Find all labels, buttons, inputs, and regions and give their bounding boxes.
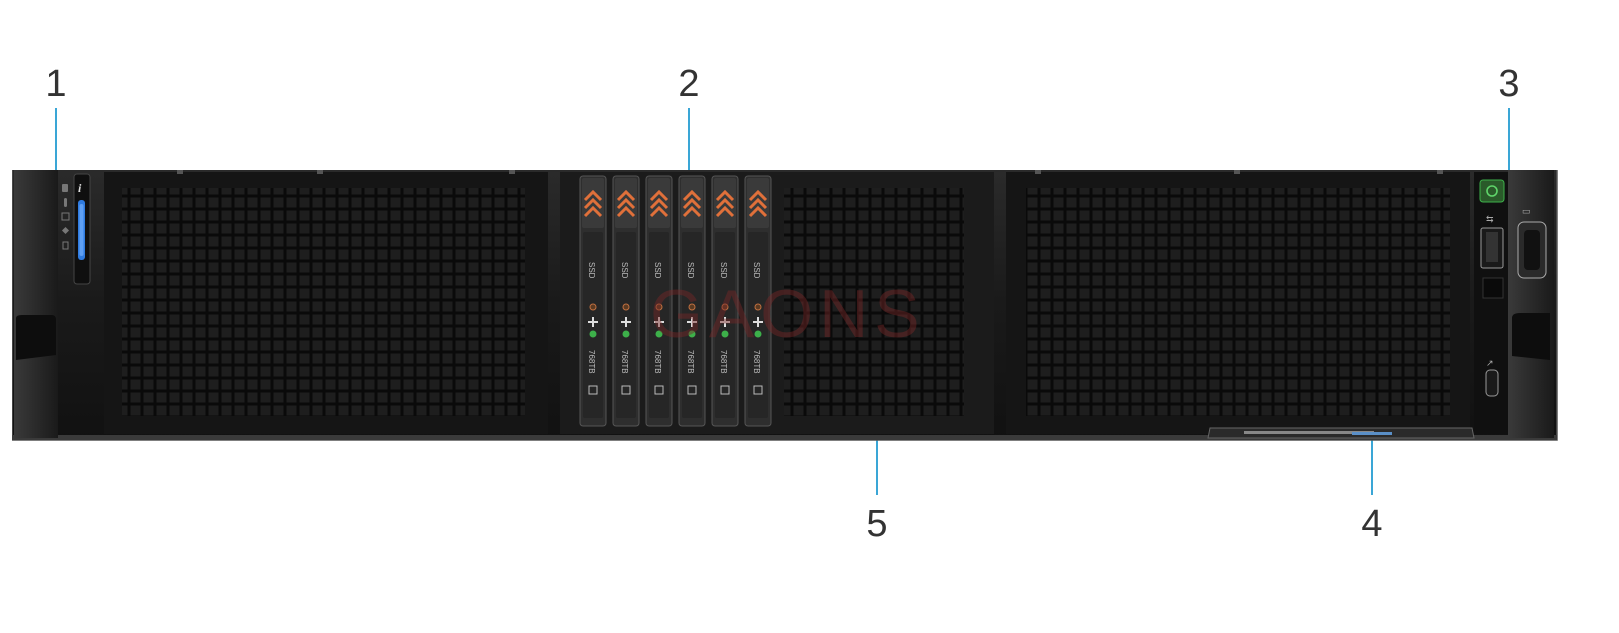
right-rack-ear: ▭ <box>1508 170 1554 438</box>
drive-capacity-label: 768TB <box>719 350 728 374</box>
callout-3: 3 <box>1498 63 1520 105</box>
drive-capacity-label: 768TB <box>653 350 662 374</box>
drive-carrier-3[interactable]: SSD 768TB <box>645 175 673 427</box>
drive-carrier-5[interactable]: SSD 768TB <box>711 175 739 427</box>
power-button[interactable] <box>1479 179 1505 203</box>
drive-health-icon <box>753 317 763 327</box>
right-fan-grille <box>1006 170 1470 434</box>
usb-icon: ⇆ <box>1486 214 1494 224</box>
callout-4: 4 <box>1361 503 1383 545</box>
blank-drive-grille <box>784 188 964 416</box>
drive-health-icon <box>687 317 697 327</box>
drive-activity-icon <box>721 303 729 311</box>
drive-capacity-label: 768TB <box>587 350 596 374</box>
drive-release-icon <box>715 189 735 218</box>
left-rack-ear: i <box>14 170 91 438</box>
callout-5: 5 <box>866 503 888 545</box>
drive-carrier-6[interactable]: SSD 768TB <box>744 175 772 427</box>
drive-lock-icon <box>753 385 763 395</box>
callout-1: 1 <box>45 63 67 105</box>
drive-release-icon <box>649 189 669 218</box>
drive-status-led <box>589 330 597 338</box>
power-supply-icon <box>61 212 70 221</box>
drive-release-icon <box>682 189 702 218</box>
drive-lock-icon <box>687 385 697 395</box>
drive-health-icon <box>654 317 664 327</box>
drive-status-led <box>754 330 762 338</box>
temperature-icon <box>64 198 67 207</box>
drive-status-led <box>721 330 729 338</box>
server-chassis: i SSD 768TB SSD 768TB SSD 768TB SSD 768TB SSD 768… <box>12 170 1558 441</box>
left-fan-grille <box>104 170 548 434</box>
drive-status-led <box>688 330 696 338</box>
power-button-icon <box>1486 185 1498 197</box>
drive-release-icon <box>748 189 768 218</box>
callout-line-3 <box>1508 108 1510 180</box>
drive-health-icon <box>588 317 598 327</box>
drive-release-icon <box>616 189 636 218</box>
callout-line-2 <box>688 108 690 188</box>
vga-icon: ▭ <box>1522 206 1531 216</box>
drive-type-label: SSD <box>620 262 629 279</box>
drive-lock-icon <box>621 385 631 395</box>
drive-status-led <box>622 330 630 338</box>
drive-activity-icon <box>622 303 630 311</box>
callout-line-5 <box>876 405 878 495</box>
drive-activity-icon <box>688 303 696 311</box>
drive-lock-icon <box>720 385 730 395</box>
drive-type-label: SSD <box>587 262 596 279</box>
drive-activity-icon <box>589 303 597 311</box>
drive-release-icon <box>583 189 603 218</box>
drive-lock-icon <box>588 385 598 395</box>
memory-icon <box>61 226 70 235</box>
drive-carrier-4[interactable]: SSD 768TB <box>678 175 706 427</box>
drive-activity-icon <box>655 303 663 311</box>
drive-type-label: SSD <box>686 262 695 279</box>
drive-health-icon <box>621 317 631 327</box>
usb-c-port[interactable] <box>1485 369 1499 397</box>
watermark-text: GAONS <box>650 276 926 352</box>
drive-status-led <box>655 330 663 338</box>
callout-line-1 <box>55 108 57 180</box>
drive-carrier-2[interactable]: SSD 768TB <box>612 175 640 427</box>
drive-health-icon <box>720 317 730 327</box>
drive-capacity-label: 768TB <box>686 350 695 374</box>
drive-activity-icon <box>754 303 762 311</box>
drive-type-label: SSD <box>653 262 662 279</box>
drive-capacity-label: 768TB <box>620 350 629 374</box>
info-icon: i <box>78 181 82 195</box>
right-control-panel: ⇆ ↗ <box>1474 172 1508 434</box>
drive-type-label: SSD <box>752 262 761 279</box>
callout-line-4 <box>1371 437 1373 495</box>
usb-c-icon: ↗ <box>1486 358 1494 368</box>
drive-bay-group: SSD 768TB SSD 768TB SSD 768TB SSD 768TB SSD 768TB… <box>579 175 772 427</box>
drive-capacity-label: 768TB <box>752 350 761 374</box>
drive-carrier-1[interactable]: SSD 768TB <box>579 175 607 427</box>
information-tag[interactable] <box>1207 427 1475 439</box>
drive-type-label: SSD <box>719 262 728 279</box>
callout-2: 2 <box>678 63 700 105</box>
drive-status-icon <box>62 184 68 192</box>
drive-lock-icon <box>654 385 664 395</box>
